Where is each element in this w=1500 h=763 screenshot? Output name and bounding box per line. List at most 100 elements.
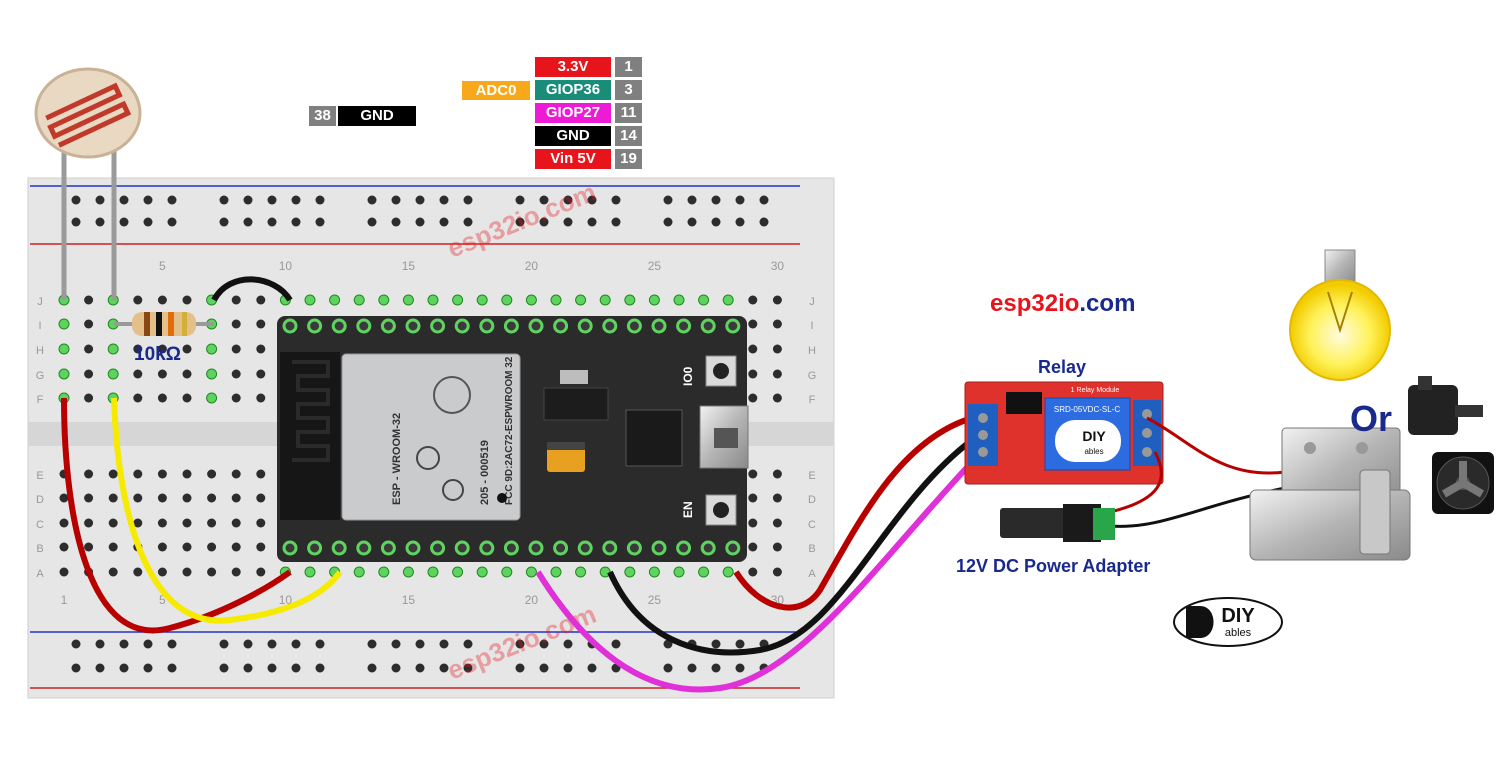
breadboard-hole [315, 663, 325, 673]
breadboard-hole [157, 469, 167, 479]
en-button[interactable] [705, 494, 737, 526]
breadboard-hole [157, 493, 167, 503]
breadboard-hole [157, 518, 167, 528]
breadboard-hole [231, 567, 241, 577]
column-number: 10 [279, 593, 293, 607]
pin-number: 19 [615, 149, 642, 169]
breadboard-hole [563, 195, 573, 205]
connected-hole [402, 294, 414, 306]
breadboard-hole [231, 295, 241, 305]
breadboard-hole [291, 217, 301, 227]
breadboard-hole [463, 639, 473, 649]
connected-hole [575, 294, 587, 306]
breadboard-hole [463, 663, 473, 673]
wire-adapter-red [1109, 451, 1163, 514]
breadboard-hole [182, 469, 192, 479]
pin-label-giop27: GIOP27 [535, 103, 611, 123]
breadboard-hole [119, 217, 129, 227]
pin-number: 14 [615, 126, 642, 146]
connected-hole [501, 294, 513, 306]
row-letter: B [36, 543, 43, 555]
connected-hole [476, 294, 488, 306]
breadboard-hole [243, 217, 253, 227]
connected-hole [304, 294, 316, 306]
pin-number: 1 [615, 57, 642, 77]
breadboard-hole [267, 663, 277, 673]
breadboard-hole [587, 195, 597, 205]
row-letter: G [808, 370, 817, 382]
breadboard-hole [291, 639, 301, 649]
esp32-pin [454, 318, 470, 334]
relay-title: Relay [1038, 357, 1087, 377]
connected-hole [624, 566, 636, 578]
breadboard-hole [108, 567, 118, 577]
breadboard-hole [748, 493, 758, 503]
solenoid-lock-icon [1249, 427, 1411, 561]
esp32-pin [626, 318, 642, 334]
breadboard-hole [256, 295, 266, 305]
wire-yellow-signal [111, 397, 343, 624]
breadboard-hole [772, 369, 782, 379]
column-number: 1 [61, 593, 68, 607]
adc-label: ADC0 [462, 81, 530, 100]
breadboard-hole [84, 493, 94, 503]
breadboard-hole [133, 567, 143, 577]
diyables-logo-text: DIY [1221, 605, 1255, 627]
breadboard-hole [711, 195, 721, 205]
breadboard-hole [182, 295, 192, 305]
breadboard-hole [182, 344, 192, 354]
breadboard-hole [256, 469, 266, 479]
connected-hole [722, 294, 734, 306]
breadboard-hole [611, 195, 621, 205]
breadboard-hole [367, 217, 377, 227]
breadboard-hole [267, 639, 277, 649]
connected-hole [58, 343, 70, 355]
connected-hole [378, 294, 390, 306]
breadboard-hole [207, 518, 217, 528]
esp32-pin [577, 318, 593, 334]
breadboard-hole [415, 639, 425, 649]
resistor [114, 312, 214, 336]
connected-hole [550, 566, 562, 578]
breadboard-hole [207, 493, 217, 503]
breadboard-hole [157, 567, 167, 577]
row-letter: D [808, 494, 816, 506]
breadboard-hole [772, 393, 782, 403]
breadboard-hole [207, 542, 217, 552]
breadboard-hole [143, 639, 153, 649]
row-letter: G [36, 370, 45, 382]
esp32-pin [282, 318, 298, 334]
breadboard-hole [133, 518, 143, 528]
breadboard-hole [157, 393, 167, 403]
connected-hole [58, 318, 70, 330]
esp32-pin [405, 318, 421, 334]
breadboard-hole [119, 663, 129, 673]
column-number: 15 [402, 593, 416, 607]
esp32-pin [602, 318, 618, 334]
breadboard-hole [133, 369, 143, 379]
connected-hole [550, 294, 562, 306]
column-number: 20 [525, 259, 539, 273]
breadboard-hole [748, 542, 758, 552]
connected-hole [525, 566, 537, 578]
breadboard-hole [367, 639, 377, 649]
breadboard-hole [772, 542, 782, 552]
breadboard-hole [515, 217, 525, 227]
pin-number: 3 [615, 80, 642, 100]
brand-prefix: esp32 [990, 290, 1059, 317]
breadboard-hole [735, 217, 745, 227]
breadboard-hole [563, 217, 573, 227]
esp32-pin [528, 318, 544, 334]
breadboard-hole [611, 639, 621, 649]
diyables-logo-sub: ables [1225, 627, 1252, 639]
esp32-pin [356, 318, 372, 334]
io0-label: IO0 [681, 366, 695, 386]
breadboard-hole [133, 393, 143, 403]
connected-hole [698, 566, 710, 578]
module-label: 205 - 000519 [479, 440, 491, 505]
breadboard-hole [182, 393, 192, 403]
breadboard-hole [772, 567, 782, 577]
row-letter: A [36, 568, 44, 580]
breadboard-hole [95, 195, 105, 205]
